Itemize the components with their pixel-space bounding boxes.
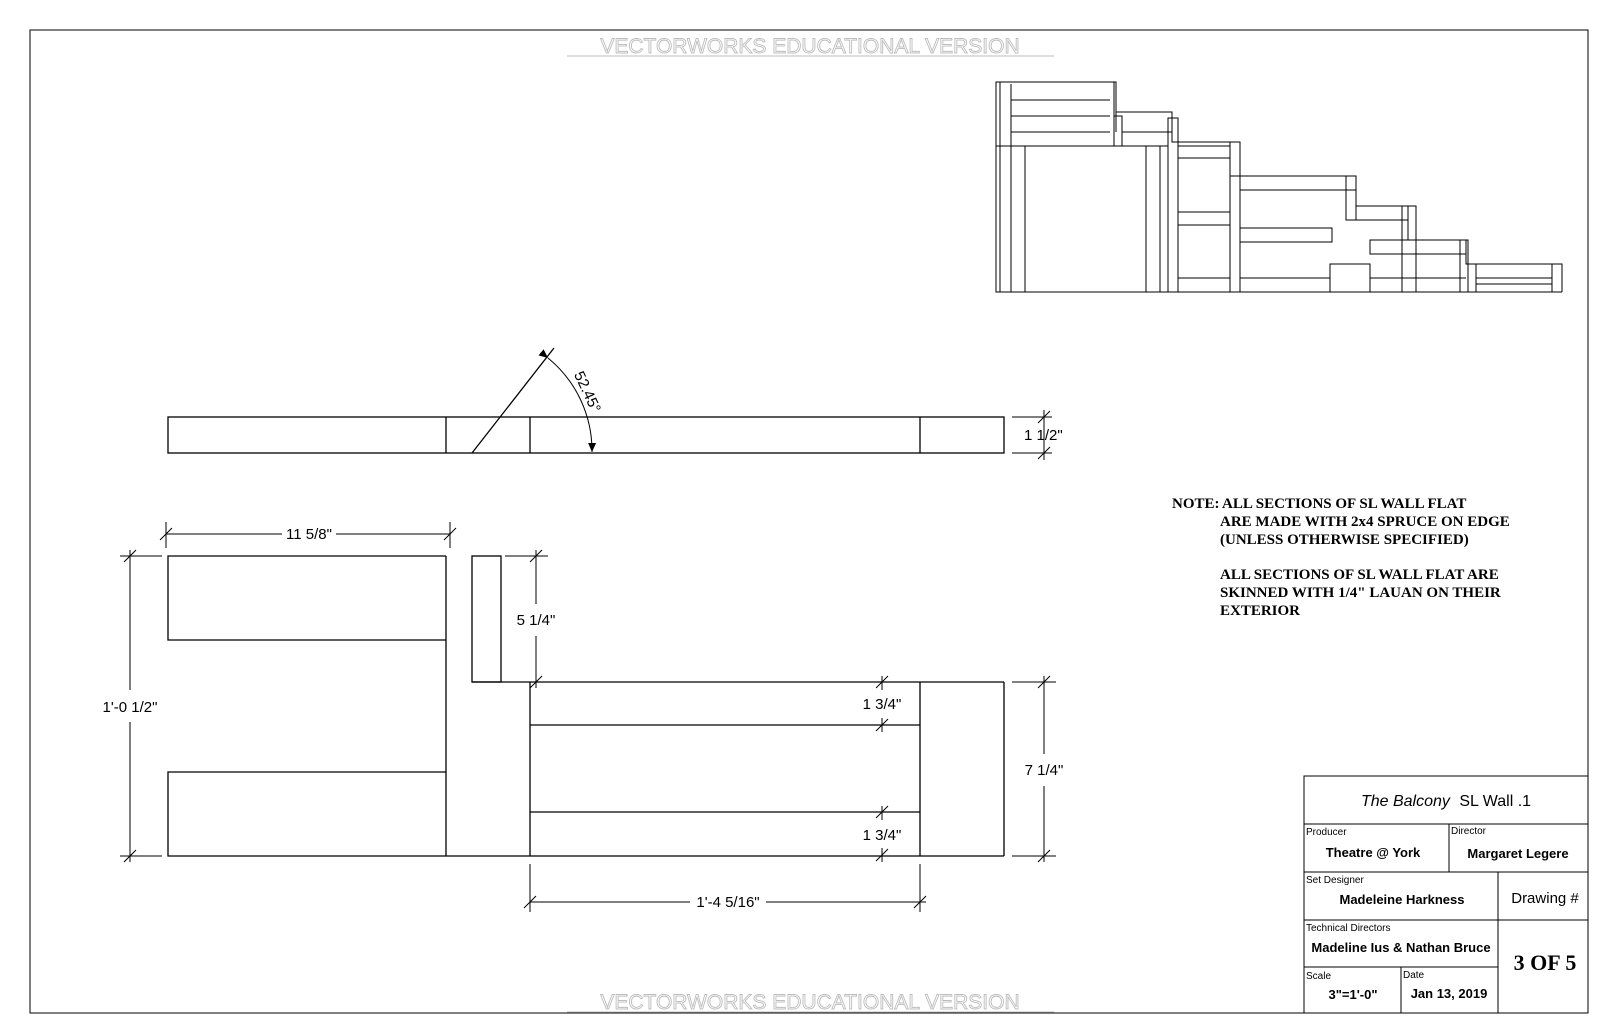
width-right-dimension (523, 864, 927, 912)
svg-text:VECTORWORKS EDUCATIONAL VERSIO: VECTORWORKS EDUCATIONAL VERSION (600, 991, 1019, 1014)
director-label: Director (1451, 826, 1487, 837)
date-label: Date (1403, 970, 1425, 981)
rail-top-label: 1 3/4" (863, 696, 902, 713)
set-overview-drawing (995, 81, 1563, 293)
svg-text:ALL SECTIONS OF SL WALL FLAT A: ALL SECTIONS OF SL WALL FLAT ARE (1220, 567, 1499, 583)
rail-top-dimension (875, 675, 889, 732)
director-value: Margaret Legere (1467, 846, 1568, 861)
rail-bottom-label: 1 3/4" (863, 827, 902, 844)
svg-text:(UNLESS OTHERWISE SPECIFIED): (UNLESS OTHERWISE SPECIFIED) (1220, 532, 1469, 548)
date-value: Jan 13, 2019 (1411, 986, 1488, 1001)
svg-text:ALL SECTIONS OF SL WALL FLAT: ALL SECTIONS OF SL WALL FLAT (1222, 496, 1466, 512)
width-right-label: 1'-4 5/16" (696, 894, 759, 911)
producer-label: Producer (1306, 827, 1347, 838)
scale-label: Scale (1306, 971, 1331, 982)
sheet-number: 3 OF 5 (1514, 950, 1577, 975)
technical-directors-value: Madeline Ius & Nathan Bruce (1311, 940, 1490, 955)
height-right-label: 7 1/4" (1025, 762, 1064, 779)
svg-text:EXTERIOR: EXTERIOR (1220, 603, 1300, 619)
rail-bottom-dimension (875, 805, 889, 862)
construction-note: NOTE: ALL SECTIONS OF SL WALL FLAT ARE M… (1172, 496, 1510, 619)
height-total-label: 1'-0 1/2" (103, 699, 158, 716)
thickness-dimension (1012, 410, 1052, 460)
width-left-dimension (159, 522, 457, 548)
scale-value: 3"=1'-0" (1328, 987, 1377, 1002)
technical-directors-label: Technical Directors (1306, 923, 1390, 934)
svg-text:ARE MADE WITH 2x4 SPRUCE ON E: ARE MADE WITH 2x4 SPRUCE ON EDGE (1220, 514, 1510, 530)
face-view (167, 555, 1005, 857)
angle-dimension: 52.45° (538, 349, 604, 453)
angle-label: 52.45° (570, 369, 604, 416)
producer-value: Theatre @ York (1326, 845, 1421, 860)
sheet-border (29, 29, 1589, 1014)
width-left-label: 11 5/8" (286, 526, 332, 543)
svg-text:NOTE:: NOTE: (1172, 496, 1220, 512)
height-total-dimension (120, 549, 162, 863)
set-designer-value: Madeleine Harkness (1339, 892, 1464, 907)
height-right-dimension (1012, 675, 1056, 863)
drawing-title: The Balcony SL Wall .1 (1361, 793, 1531, 810)
watermark-bottom: VECTORWORKS EDUCATIONAL VERSION (567, 991, 1054, 1014)
set-designer-label: Set Designer (1306, 875, 1364, 886)
thickness-label: 1 1/2" (1024, 427, 1063, 444)
notch-label: 5 1/4" (517, 612, 556, 629)
svg-text:SKINNED WITH 1/4" LAUAN ON THE: SKINNED WITH 1/4" LAUAN ON THEIR (1220, 585, 1501, 601)
drawing-number-label: Drawing # (1511, 890, 1579, 907)
notch-dimension (505, 549, 548, 689)
watermark-top: VECTORWORKS EDUCATIONAL VERSION (567, 35, 1054, 58)
title-block: The Balcony SL Wall .1 Producer Theatre … (1303, 775, 1589, 1014)
svg-text:VECTORWORKS EDUCATIONAL VERSIO: VECTORWORKS EDUCATIONAL VERSION (600, 35, 1019, 58)
